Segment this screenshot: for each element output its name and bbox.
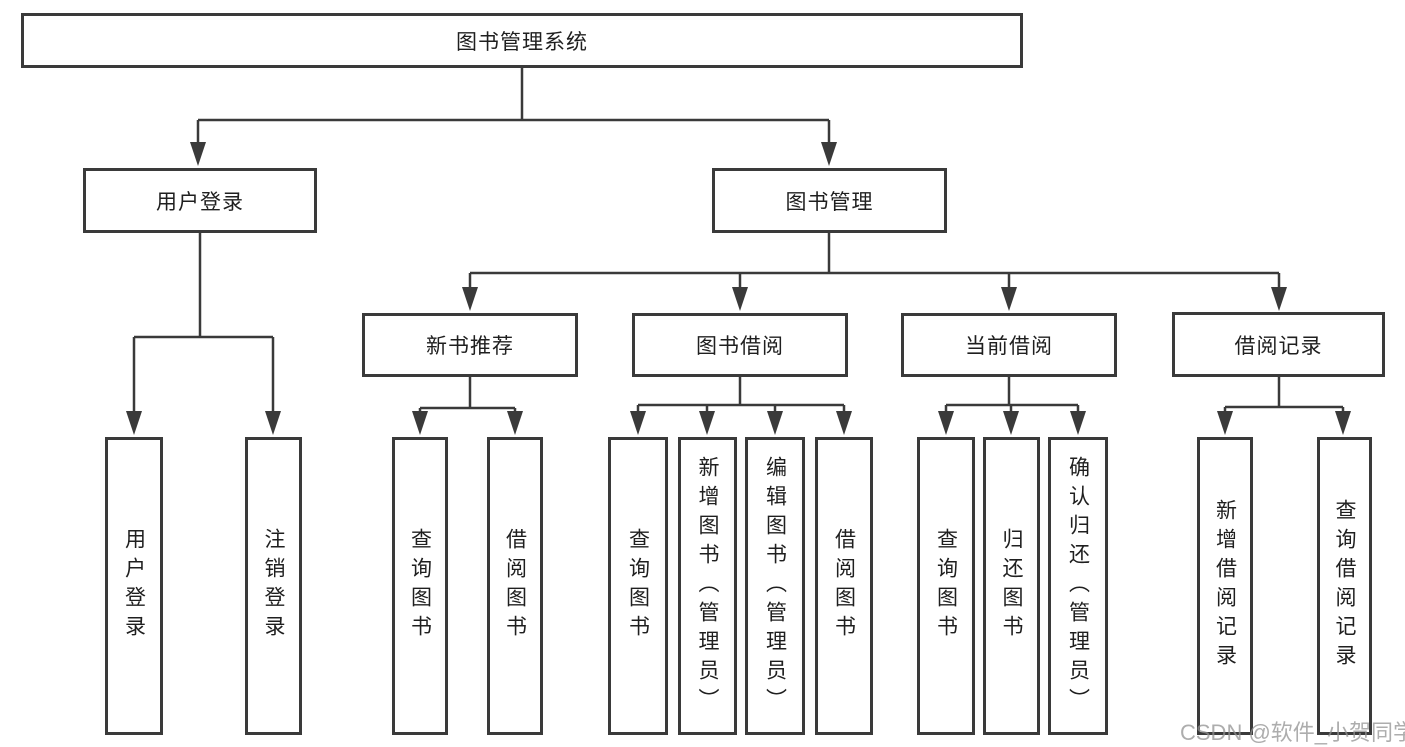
node-user-login: 用户登录 [83, 168, 317, 233]
leaf-query-books-current: 查询图书 [917, 437, 975, 735]
leaf-logout: 注销登录 [245, 437, 302, 735]
node-new-book-recommend: 新书推荐 [362, 313, 578, 377]
node-borrow-records: 借阅记录 [1172, 312, 1385, 377]
leaf-borrow-books-label: 借阅图书 [832, 528, 856, 644]
node-root-system: 图书管理系统 [21, 13, 1023, 68]
connector-root-to-level1 [196, 68, 831, 146]
leaf-edit-books-admin: 编辑图书（管理员） [745, 437, 805, 735]
connector-book-mgmt-to-level2 [468, 233, 1281, 291]
node-book-management: 图书管理 [712, 168, 947, 233]
node-book-management-label: 图书管理 [785, 190, 874, 214]
leaf-borrow-books-recommend-label: 借阅图书 [503, 528, 527, 644]
connector-book-borrow-to-leaves [636, 377, 846, 414]
leaf-borrow-books: 借阅图书 [815, 437, 873, 735]
node-new-book-recommend-label: 新书推荐 [426, 335, 514, 358]
leaf-query-borrow-record-label: 查询借阅记录 [1333, 499, 1356, 673]
connector-current-borrow-to-leaves [944, 377, 1080, 414]
leaf-confirm-return-admin-label: 确认归还（管理员） [1066, 455, 1090, 717]
leaf-logout-label: 注销登录 [262, 528, 285, 644]
node-current-borrow-label: 当前借阅 [965, 335, 1053, 358]
leaf-user-login-label: 用户登录 [122, 528, 146, 644]
connector-new-rec-to-leaves [418, 377, 517, 414]
leaf-query-borrow-record: 查询借阅记录 [1317, 437, 1372, 735]
connector-user-login-to-leaves [132, 233, 275, 415]
leaf-edit-books-admin-label: 编辑图书（管理员） [763, 455, 787, 717]
node-borrow-records-label: 借阅记录 [1234, 334, 1323, 358]
leaf-query-books-borrow-label: 查询图书 [626, 528, 650, 644]
leaf-user-login: 用户登录 [105, 437, 163, 735]
leaf-query-books-recommend: 查询图书 [392, 437, 448, 735]
leaf-return-books-label: 归还图书 [1000, 528, 1023, 644]
node-current-borrow: 当前借阅 [901, 313, 1117, 377]
node-book-borrow-label: 图书借阅 [696, 335, 784, 358]
leaf-query-books-current-label: 查询图书 [934, 528, 958, 644]
leaf-borrow-books-recommend: 借阅图书 [487, 437, 543, 735]
leaf-add-borrow-record: 新增借阅记录 [1197, 437, 1253, 735]
connector-records-to-leaves [1223, 377, 1345, 414]
leaf-return-books: 归还图书 [983, 437, 1040, 735]
leaf-add-books-admin: 新增图书（管理员） [678, 437, 737, 735]
leaf-add-borrow-record-label: 新增借阅记录 [1213, 499, 1237, 673]
leaf-confirm-return-admin: 确认归还（管理员） [1048, 437, 1108, 735]
csdn-watermark: CSDN @软件_小贺同学 [1180, 720, 1405, 745]
node-root-label: 图书管理系统 [456, 30, 588, 54]
leaf-add-books-admin-label: 新增图书（管理员） [696, 455, 719, 717]
leaf-query-books-borrow: 查询图书 [608, 437, 668, 735]
node-book-borrow: 图书借阅 [632, 313, 848, 377]
leaf-query-books-recommend-label: 查询图书 [408, 528, 432, 644]
node-user-login-label: 用户登录 [156, 190, 244, 214]
